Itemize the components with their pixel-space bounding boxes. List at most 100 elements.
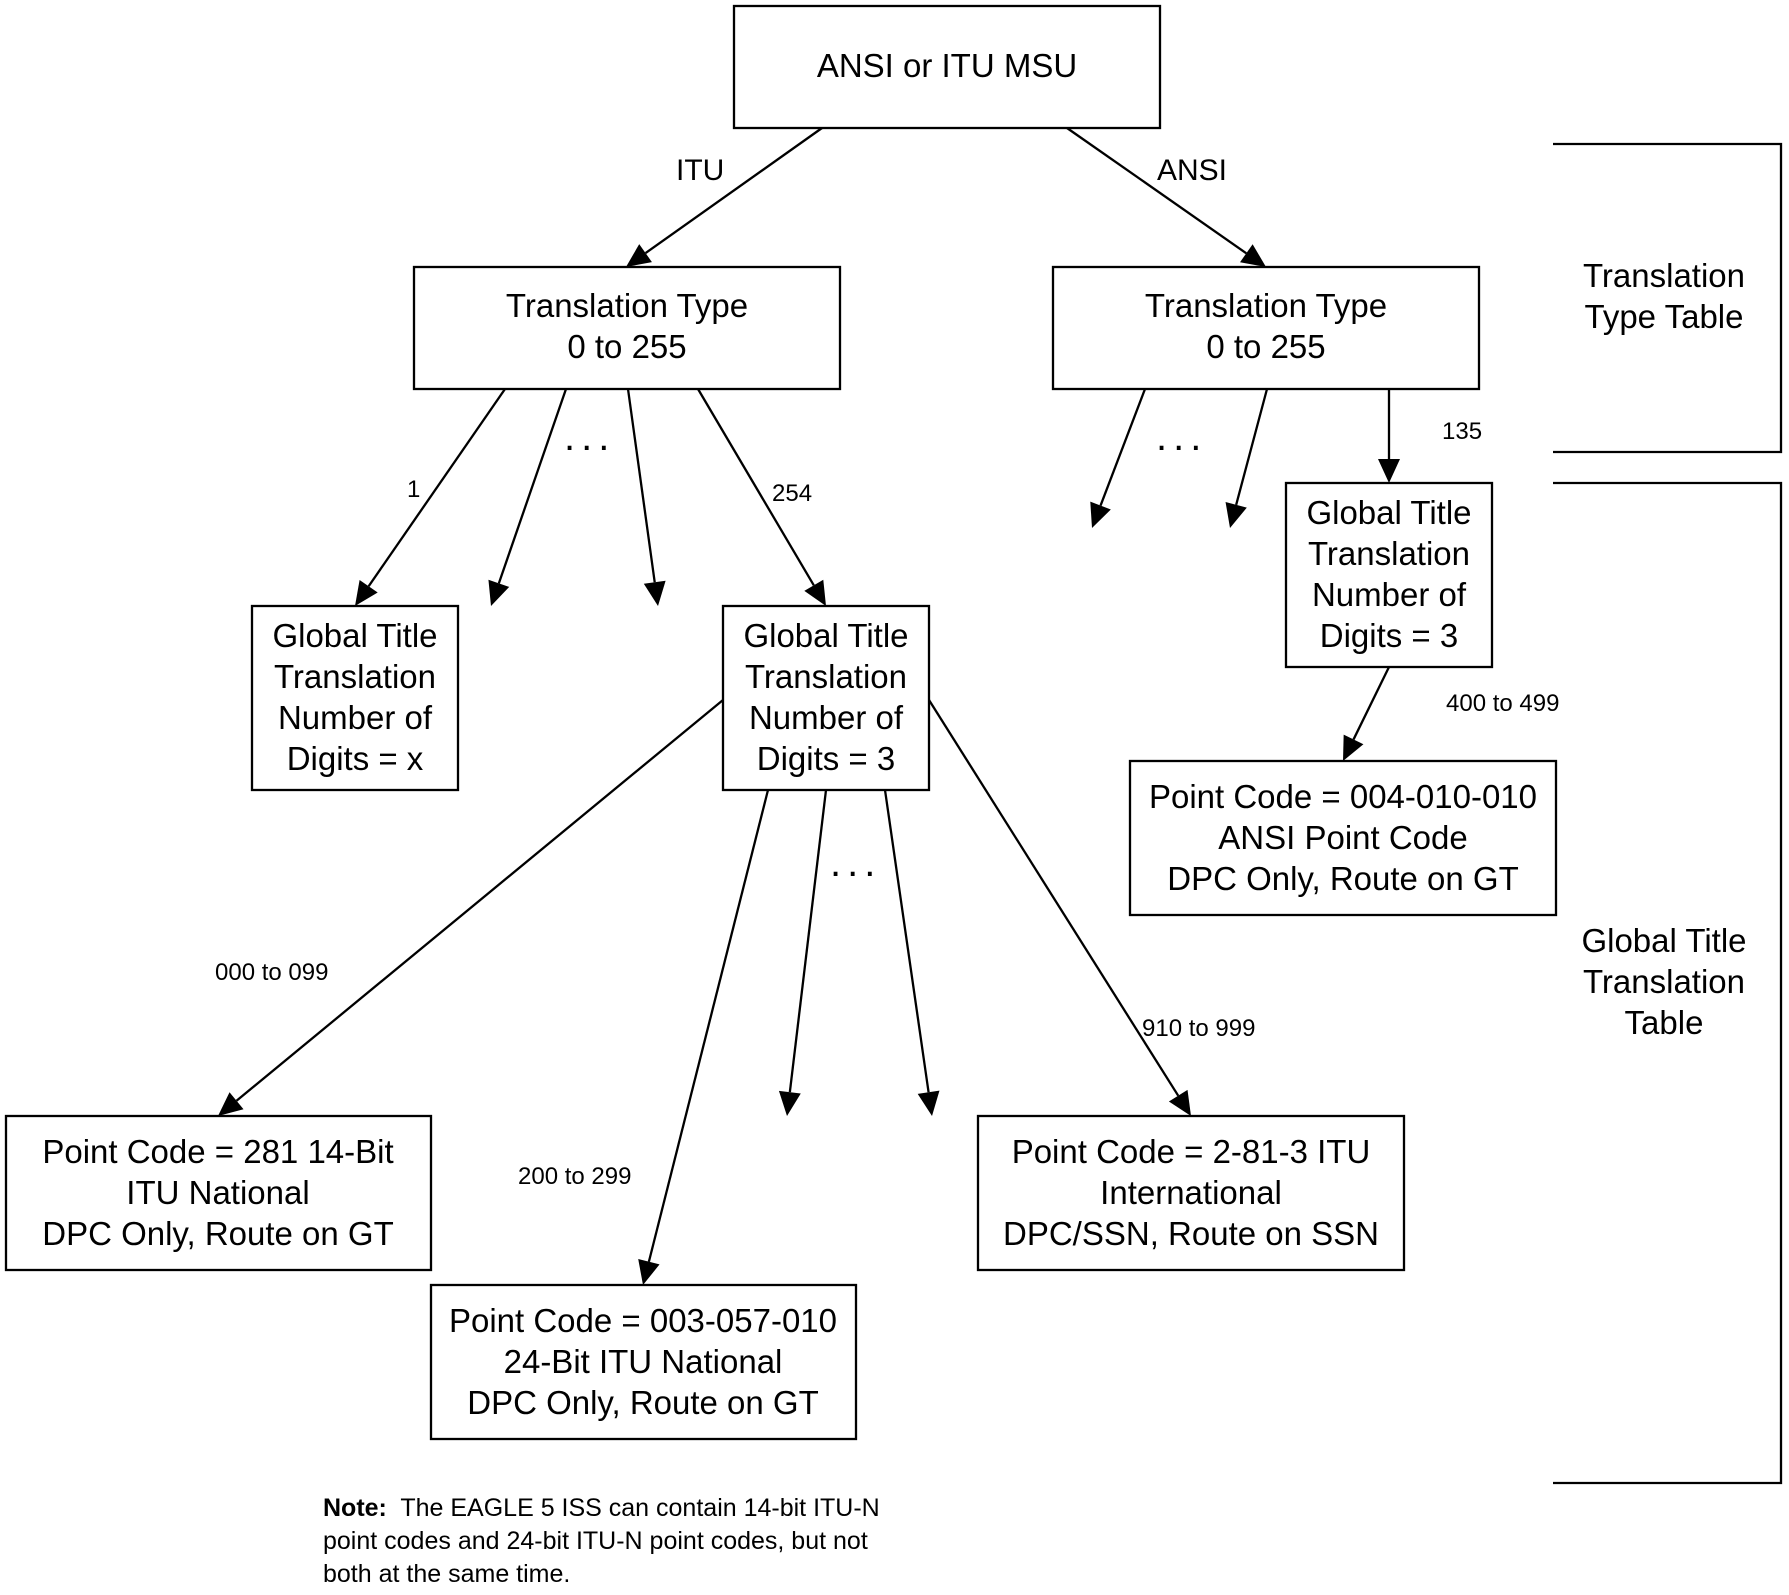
node-gtt-itu-digits-3: Global Title Translation Number of Digit… <box>721 604 931 792</box>
node-gtt-ansi-3-line-1: Global Title <box>1306 494 1471 531</box>
arrow-root-to-itu-tt <box>626 127 823 267</box>
node-pc-281-line-1: Point Code = 281 14-Bit <box>42 1133 393 1170</box>
arrow-itu-gtt-to-pc-003-head <box>638 1259 660 1285</box>
ellipsis-itu-gtt-ranges: ... <box>830 841 881 885</box>
arrow-ansi-gtt-to-pc-shaft <box>1352 666 1391 740</box>
arrow-ansi-tt-branch-1 <box>1090 388 1147 528</box>
arrow-root-to-itu-tt-shaft <box>644 127 823 255</box>
arrow-itu-tt-type-1 <box>355 388 506 606</box>
bracket-label-gtt-line-3: Table <box>1625 1004 1704 1041</box>
arrow-ansi-tt-branch-2 <box>1225 388 1269 528</box>
arrow-itu-gtt-branch-4-shaft <box>883 789 930 1093</box>
bracket-label-tt-line-1: Translation <box>1583 257 1745 294</box>
node-tt-ansi-line-2: 0 to 255 <box>1206 328 1325 365</box>
node-point-code-281: Point Code = 281 14-Bit ITU National DPC… <box>4 1114 433 1272</box>
node-tt-ansi-line-1: Translation Type <box>1145 287 1387 324</box>
node-gtt-x-line-1: Global Title <box>272 617 437 654</box>
arrow-itu-gtt-branch-3 <box>778 789 828 1116</box>
bracket-translation-type-table <box>1553 142 1783 454</box>
arrow-itu-gtt-to-pc-2813 <box>928 699 1191 1116</box>
edge-label-tt-1: 1 <box>407 476 420 503</box>
node-pc-ansi-line-3: DPC Only, Route on GT <box>1167 860 1519 897</box>
arrow-itu-gtt-to-pc-281 <box>218 699 724 1116</box>
arrow-itu-gtt-branch-3-shaft <box>788 789 828 1093</box>
node-pc-ansi-line-1: Point Code = 004-010-010 <box>1149 778 1537 815</box>
edge-label-range-000-099: 000 to 099 <box>215 959 328 986</box>
arrow-itu-tt-type-254-shaft <box>697 388 815 586</box>
arrow-itu-tt-branch-3-shaft <box>626 388 656 583</box>
node-translation-type-ansi: Translation Type 0 to 255 <box>1051 265 1481 391</box>
arrow-ansi-gtt-to-pc <box>1343 666 1391 761</box>
arrow-itu-gtt-to-pc-2813-shaft <box>928 699 1180 1097</box>
arrow-itu-tt-type-1-head <box>355 580 378 606</box>
ellipsis-ansi-translation-types: ... <box>1156 415 1207 459</box>
arrow-itu-tt-branch-2-shaft <box>497 388 568 584</box>
arrow-ansi-tt-branch-1-shaft <box>1099 388 1147 506</box>
node-tt-itu-line-2: 0 to 255 <box>567 328 686 365</box>
arrow-ansi-tt-branch-2-head <box>1225 501 1247 528</box>
arrow-itu-tt-type-254-head <box>804 579 826 606</box>
arrow-itu-gtt-to-pc-003 <box>638 789 770 1285</box>
ellipsis-itu-translation-types: ... <box>564 415 615 459</box>
node-gtt-itu-3-line-2: Translation <box>745 658 907 695</box>
node-pc-ansi-line-2: ANSI Point Code <box>1218 819 1467 856</box>
node-gtt-itu-3-line-4: Digits = 3 <box>757 740 895 777</box>
node-gtt-ansi-digits-3: Global Title Translation Number of Digit… <box>1284 481 1494 669</box>
footnote-text: The EAGLE 5 ISS can contain 14-bit ITU-N… <box>323 1494 880 1588</box>
arrow-root-to-itu-tt-head <box>626 244 652 267</box>
edge-label-itu: ITU <box>676 154 724 187</box>
edge-label-range-400-499: 400 to 499 <box>1446 690 1559 717</box>
bracket-label-tt-line-2: Type Table <box>1584 298 1743 335</box>
node-gtt-ansi-3-line-4: Digits = 3 <box>1320 617 1458 654</box>
arrows <box>218 127 1400 1285</box>
edge-label-ansi: ANSI <box>1157 154 1227 187</box>
node-root: ANSI or ITU MSU <box>732 4 1162 130</box>
node-root-line-1: ANSI or ITU MSU <box>817 47 1077 84</box>
bracket-label-gtt-line-1: Global Title <box>1581 922 1746 959</box>
arrow-itu-gtt-to-pc-003-shaft <box>647 789 770 1263</box>
arrow-ansi-tt-branch-1-head <box>1090 501 1111 528</box>
edge-label-range-910-999: 910 to 999 <box>1142 1015 1255 1042</box>
arrow-itu-gtt-branch-3-head <box>778 1090 801 1116</box>
node-point-code-ansi: Point Code = 004-010-010 ANSI Point Code… <box>1128 759 1558 917</box>
node-pc-2813-line-3: DPC/SSN, Route on SSN <box>1003 1215 1379 1252</box>
arrow-ansi-gtt-to-pc-head <box>1343 734 1364 761</box>
arrow-itu-gtt-to-pc-2813-head <box>1168 1089 1191 1116</box>
arrow-itu-tt-branch-3-head <box>643 580 666 606</box>
edge-label-tt-254: 254 <box>772 480 812 507</box>
arrow-root-to-ansi-tt-shaft <box>1066 127 1247 255</box>
node-pc-003-line-2: 24-Bit ITU National <box>504 1343 783 1380</box>
arrow-itu-gtt-branch-4 <box>883 789 940 1116</box>
node-gtt-ansi-3-line-2: Translation <box>1308 535 1470 572</box>
arrow-itu-gtt-branch-4-head <box>917 1090 940 1116</box>
node-point-code-2813: Point Code = 2-81-3 ITU International DP… <box>976 1114 1406 1272</box>
arrow-root-to-ansi-tt <box>1066 127 1266 267</box>
arrow-ansi-tt-type-135 <box>1378 389 1400 483</box>
edge-label-range-200-299: 200 to 299 <box>518 1163 631 1190</box>
arrow-root-to-ansi-tt-head <box>1240 244 1266 267</box>
node-gtt-digits-x: Global Title Translation Number of Digit… <box>250 604 460 792</box>
node-gtt-itu-3-line-1: Global Title <box>743 617 908 654</box>
footnote: Note: The EAGLE 5 ISS can contain 14-bit… <box>323 1492 883 1591</box>
arrow-itu-tt-branch-2 <box>488 388 568 606</box>
edge-label-tt-135: 135 <box>1442 418 1482 445</box>
node-point-code-003: Point Code = 003-057-010 24-Bit ITU Nati… <box>429 1283 858 1441</box>
arrow-itu-gtt-to-pc-281-shaft <box>235 699 724 1102</box>
node-pc-2813-line-1: Point Code = 2-81-3 ITU <box>1012 1133 1371 1170</box>
node-pc-003-line-3: DPC Only, Route on GT <box>467 1384 819 1421</box>
node-pc-2813-line-2: International <box>1100 1174 1282 1211</box>
arrow-itu-tt-type-254 <box>697 388 826 606</box>
node-gtt-x-line-2: Translation <box>274 658 436 695</box>
footnote-label: Note: <box>323 1494 387 1522</box>
arrow-itu-gtt-to-pc-281-head <box>218 1092 244 1116</box>
node-pc-003-line-1: Point Code = 003-057-010 <box>449 1302 837 1339</box>
arrow-ansi-tt-type-135-head <box>1378 459 1400 483</box>
arrow-itu-tt-branch-3 <box>626 388 666 606</box>
node-gtt-ansi-3-line-3: Number of <box>1312 576 1467 613</box>
node-gtt-itu-3-line-3: Number of <box>749 699 904 736</box>
node-gtt-x-line-3: Number of <box>278 699 433 736</box>
arrow-itu-tt-branch-2-head <box>488 579 510 606</box>
arrow-itu-tt-type-1-shaft <box>367 388 506 587</box>
node-translation-type-itu: Translation Type 0 to 255 <box>412 265 842 391</box>
